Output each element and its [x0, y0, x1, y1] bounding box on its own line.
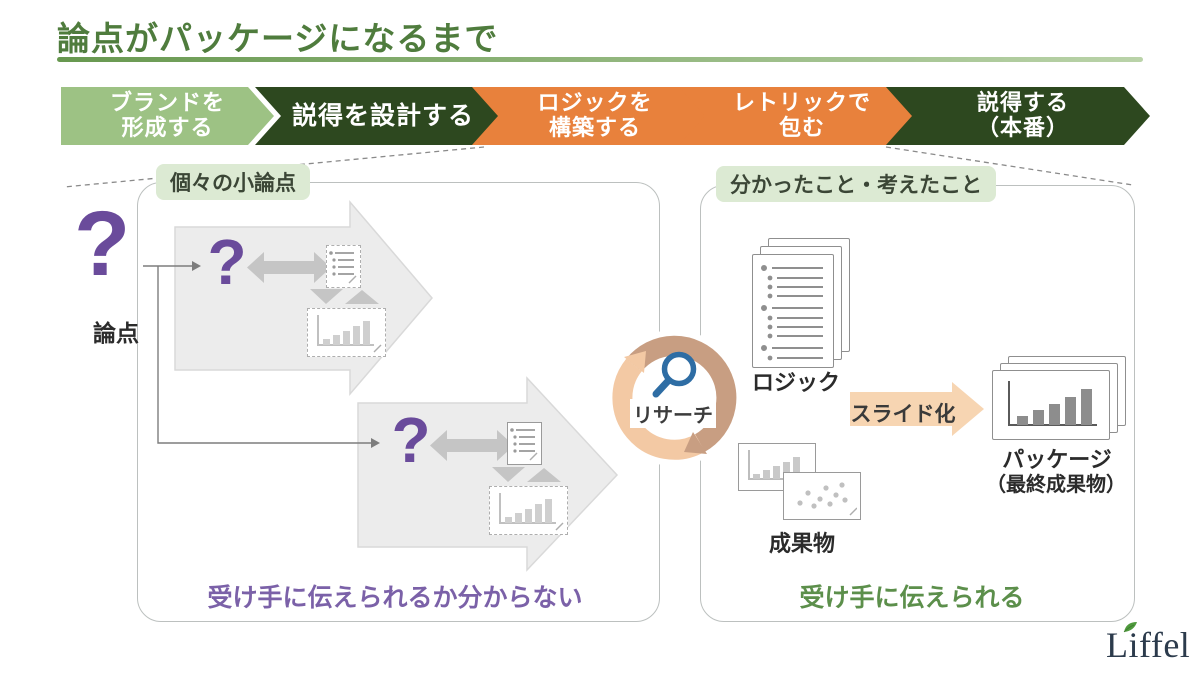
- step-label-line: レトリックで: [732, 90, 871, 116]
- process-step-rhetoric: レトリックで 包む: [679, 87, 915, 145]
- process-step-brand: ブランドを 形成する: [61, 87, 274, 145]
- logo-leaf-icon: [1123, 622, 1137, 633]
- logic-label: ロジック: [751, 370, 841, 395]
- connector-line-2: [157, 266, 371, 444]
- sub-question-mark-1: ?: [207, 226, 247, 298]
- step-label-line: ブランドを: [109, 90, 225, 116]
- sub-question-mark-2: ?: [391, 404, 431, 476]
- step-label-line: ロジックを: [537, 90, 653, 116]
- slide-front: [992, 370, 1110, 440]
- step-label-line: 説得する: [976, 90, 1069, 116]
- dashed-link-right: [885, 146, 1134, 186]
- slide-conversion-arrow: [850, 382, 984, 436]
- page-front: [752, 254, 834, 368]
- bar-chart-icon-2: [489, 486, 568, 535]
- deliverable-scatter-card: [783, 472, 861, 520]
- package-slides-icon: [992, 356, 1128, 442]
- liffel-logo: Liffel: [1106, 625, 1191, 665]
- deliverables-label: 成果物: [768, 531, 836, 556]
- document-icon-2: [507, 422, 542, 465]
- issue-label: 論点: [93, 320, 139, 346]
- process-step-persuade: 説得する （本番）: [886, 87, 1150, 145]
- process-step-logic: ロジックを 構築する: [472, 87, 708, 145]
- step-label-line: 包む: [778, 115, 825, 140]
- right-panel-tag: 分かったこと・考えたこと: [716, 166, 996, 202]
- document-icon: [326, 245, 361, 288]
- page-title: 論点がパッケージになるまで: [57, 20, 499, 57]
- bar-chart-icon: [307, 308, 386, 357]
- title-underline: [57, 57, 1143, 62]
- connector-arrowhead-2: [371, 438, 380, 448]
- process-step-design: 説得を設計する: [255, 87, 501, 145]
- right-panel-caption: 受け手に伝えられる: [799, 584, 1025, 612]
- connector-arrowhead-1: [192, 261, 201, 271]
- magnifier-icon: [652, 351, 697, 398]
- step-label-line: （本番）: [976, 115, 1069, 140]
- package-sublabel: （最終成果物）: [986, 474, 1126, 496]
- cycle-arrowhead-dark: [684, 432, 707, 454]
- triangle-glyphs-2: [492, 467, 561, 482]
- issue-question-mark: ?: [74, 193, 131, 295]
- package-label: パッケージ: [1002, 447, 1112, 472]
- cycle-arc-light: [612, 358, 705, 460]
- left-panel-tag: 個々の小論点: [156, 164, 310, 200]
- slide-conversion-label: スライド化: [850, 403, 956, 426]
- logic-pages-icon: [752, 238, 852, 368]
- cycle-arrowhead-light: [624, 351, 646, 373]
- research-label: リサーチ: [630, 399, 716, 428]
- left-panel-caption: 受け手に伝えられるか分からない: [207, 584, 583, 612]
- compare-arrow-icon-2: [430, 430, 514, 461]
- cycle-arc-dark: [626, 335, 737, 452]
- compare-arrow-icon: [247, 252, 331, 283]
- triangle-glyphs-1: [310, 289, 379, 304]
- step-label-line: 構築する: [548, 115, 641, 140]
- step-label-line: 説得を設計する: [291, 102, 474, 130]
- step-label-line: 形成する: [121, 115, 214, 140]
